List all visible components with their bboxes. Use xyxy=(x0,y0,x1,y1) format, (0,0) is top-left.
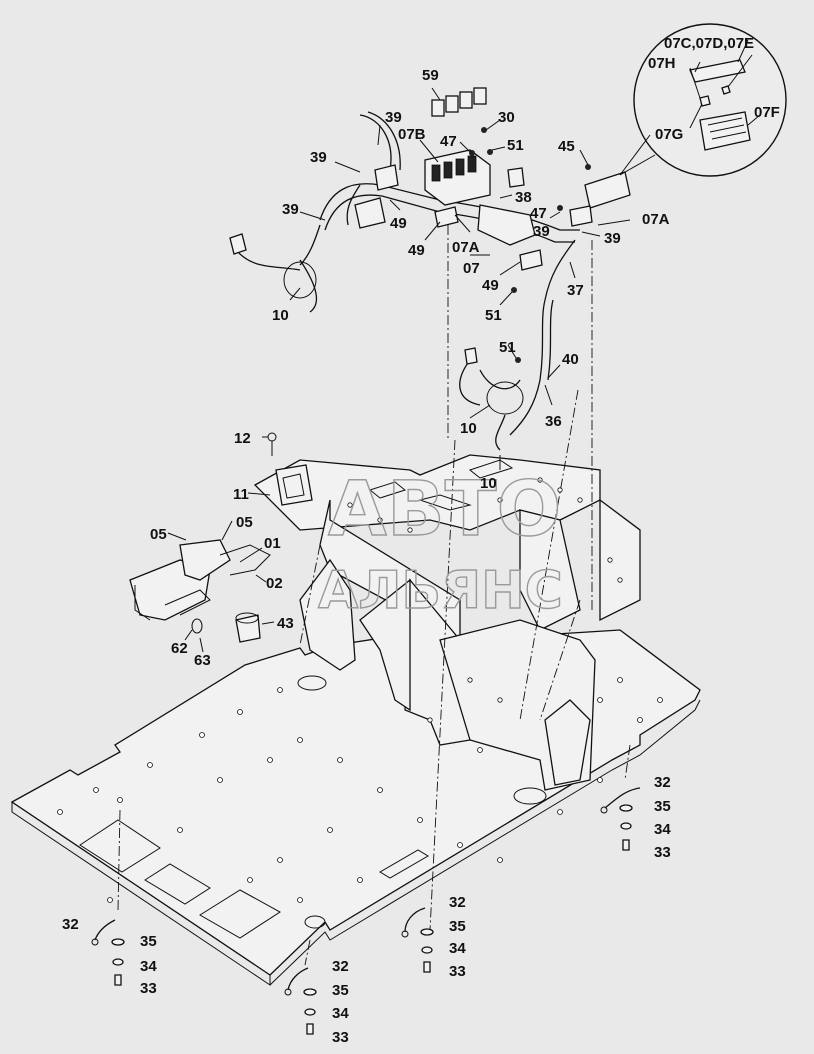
hardware-stack-1 xyxy=(600,787,641,851)
label-07H: 07H xyxy=(648,55,676,72)
leader-lines xyxy=(167,39,761,653)
label-35: 35 xyxy=(140,933,157,950)
label-33: 33 xyxy=(654,844,671,861)
label-43: 43 xyxy=(277,615,294,632)
wiring-harness xyxy=(229,87,631,451)
label-49: 49 xyxy=(482,277,499,294)
label-33: 33 xyxy=(140,980,157,997)
label-33: 33 xyxy=(332,1029,349,1046)
label-34: 34 xyxy=(654,821,671,838)
switch-box-assembly xyxy=(129,432,313,643)
label-35: 35 xyxy=(449,918,466,935)
label-40: 40 xyxy=(562,351,579,368)
label-01: 01 xyxy=(264,535,281,552)
hardware-stack-2 xyxy=(91,919,125,986)
label-07G: 07G xyxy=(655,126,683,143)
label-39: 39 xyxy=(533,223,550,240)
label-49: 49 xyxy=(408,242,425,259)
label-32: 32 xyxy=(62,916,79,933)
label-51: 51 xyxy=(499,339,516,356)
label-02: 02 xyxy=(266,575,283,592)
label-39: 39 xyxy=(310,149,327,166)
watermark-line2: АЛЬЯНС xyxy=(318,561,563,621)
label-05: 05 xyxy=(236,514,253,531)
label-51: 51 xyxy=(485,307,502,324)
label-36: 36 xyxy=(545,413,562,430)
label-34: 34 xyxy=(332,1005,349,1022)
floor-plate xyxy=(10,629,701,986)
label-07C-07D-07E: 07C,07D,07E xyxy=(664,35,754,52)
label-11: 11 xyxy=(233,486,249,503)
label-35: 35 xyxy=(654,798,671,815)
label-59: 59 xyxy=(422,67,439,84)
watermark-line1: АВТО xyxy=(328,464,561,553)
label-32: 32 xyxy=(449,894,466,911)
label-39: 39 xyxy=(282,201,299,218)
label-45: 45 xyxy=(558,138,575,155)
label-47: 47 xyxy=(530,205,547,222)
label-62: 62 xyxy=(171,640,188,657)
label-07A: 07A xyxy=(452,239,480,256)
label-12: 12 xyxy=(234,430,251,447)
label-47: 47 xyxy=(440,133,457,150)
label-32: 32 xyxy=(654,774,671,791)
label-34: 34 xyxy=(140,958,157,975)
label-38: 38 xyxy=(515,189,532,206)
centre-lines xyxy=(117,225,631,966)
label-34: 34 xyxy=(449,940,466,957)
label-07F: 07F xyxy=(754,104,780,121)
label-10: 10 xyxy=(480,475,497,492)
label-39: 39 xyxy=(604,230,621,247)
hardware-stack-3 xyxy=(401,907,434,973)
label-10: 10 xyxy=(272,307,289,324)
label-07A: 07A xyxy=(642,211,670,228)
label-33: 33 xyxy=(449,963,466,980)
label-51: 51 xyxy=(507,137,524,154)
label-49: 49 xyxy=(390,215,407,232)
label-39: 39 xyxy=(385,109,402,126)
label-07B: 07B xyxy=(398,126,426,143)
label-10: 10 xyxy=(460,420,477,437)
label-63: 63 xyxy=(194,652,211,669)
part-labels: 59 39 07B 30 47 51 45 39 39 49 38 47 07A… xyxy=(62,35,780,1046)
watermark: АВТО АЛЬЯНС xyxy=(317,463,563,621)
label-30: 30 xyxy=(498,109,515,126)
label-37: 37 xyxy=(567,282,584,299)
label-32: 32 xyxy=(332,958,349,975)
label-07: 07 xyxy=(463,260,480,277)
label-05: 05 xyxy=(150,526,167,543)
hardware-stack-4 xyxy=(284,967,317,1035)
label-35: 35 xyxy=(332,982,349,999)
